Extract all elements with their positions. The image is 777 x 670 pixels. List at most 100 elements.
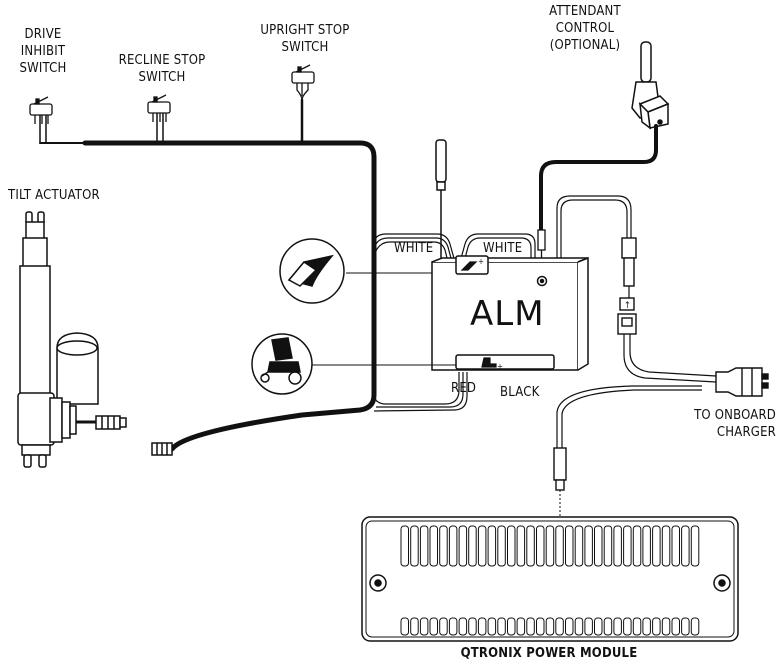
cooling-fin	[584, 525, 593, 567]
attendant-cable	[539, 124, 658, 235]
cooling-fin	[507, 525, 516, 567]
power-module-cooling-fins-bottom	[400, 617, 700, 636]
alm-label: ALM	[470, 294, 545, 334]
svg-text:+: +	[497, 362, 503, 371]
cooling-fin	[690, 525, 700, 567]
wheelchair-symbol-icon	[251, 333, 456, 395]
attendant-label-line: (OPTIONAL)	[549, 38, 621, 53]
cooling-fin	[400, 617, 409, 636]
black-label: BLACK	[500, 385, 540, 400]
cooling-fin	[632, 525, 642, 567]
power-module-label: QTRONIX POWER MODULE	[460, 646, 638, 661]
drive-inhibit-label-line: INHIBIT	[20, 44, 66, 59]
white-left-label: WHITE	[394, 241, 434, 256]
cooling-fin	[603, 617, 613, 636]
cooling-fin	[487, 617, 497, 636]
cooling-fin	[448, 617, 458, 636]
cooling-fin	[429, 525, 438, 567]
cooling-fin	[623, 617, 632, 636]
tilt-symbol-icon	[279, 238, 432, 304]
cooling-fin	[536, 617, 545, 636]
cooling-fin	[458, 525, 468, 567]
cooling-fin	[410, 617, 419, 636]
drive-inhibit-label-line: DRIVE	[24, 27, 62, 42]
attendant-control-label: ATTENDANT CONTROL (OPTIONAL)	[530, 3, 640, 54]
recline-stop-label-line: SWITCH	[138, 70, 186, 85]
power-module-plug-icon	[553, 447, 567, 491]
cooling-fin	[410, 525, 419, 567]
cooling-fin	[594, 525, 603, 567]
cooling-fin	[661, 617, 671, 636]
cooling-fin	[477, 525, 487, 567]
tilt-actuator-label: TILT ACTUATOR	[8, 188, 100, 203]
cooling-fin	[681, 525, 690, 567]
cooling-fin	[623, 525, 632, 567]
attendant-label-line: CONTROL	[555, 21, 615, 36]
cooling-fin	[516, 525, 526, 567]
cooling-fin	[487, 525, 497, 567]
recline-stop-label-line: RECLINE STOP	[118, 53, 206, 68]
cooling-fin	[468, 617, 477, 636]
cooling-fin	[555, 617, 564, 636]
cooling-fin	[681, 617, 690, 636]
svg-text:↑: ↑	[624, 301, 631, 311]
cooling-fin	[468, 525, 477, 567]
cooling-fin	[574, 525, 584, 567]
cooling-fin	[632, 617, 642, 636]
cooling-fin	[671, 525, 680, 567]
attendant-control-icon	[631, 41, 670, 130]
onboard-charger-label-line: TO ONBOARD	[694, 408, 776, 423]
cooling-fin	[507, 617, 516, 636]
cooling-fin	[448, 525, 458, 567]
cooling-fin	[458, 617, 468, 636]
cooling-fin	[477, 617, 487, 636]
power-module-cable	[556, 385, 702, 516]
white-right-label: WHITE	[483, 241, 523, 256]
cooling-fin	[642, 525, 651, 567]
cooling-fin	[419, 617, 429, 636]
onboard-charger-plug-icon	[715, 367, 769, 397]
white-cable-right	[459, 233, 536, 263]
cooling-fin	[497, 617, 506, 636]
cooling-fin	[690, 617, 700, 636]
cooling-fin	[526, 617, 535, 636]
tilt-actuator-icon	[17, 211, 173, 468]
onboard-charger-label: TO ONBOARD CHARGER	[672, 407, 776, 441]
tilt-input-connector-icon	[435, 139, 447, 265]
cooling-fin	[439, 617, 448, 636]
cooling-fin	[565, 617, 574, 636]
upright-stop-switch-icon	[291, 64, 315, 101]
cooling-fin	[497, 525, 506, 567]
recline-stop-label: RECLINE STOP SWITCH	[108, 52, 216, 86]
cooling-fin	[439, 525, 448, 567]
onboard-charger-label-line: CHARGER	[716, 425, 776, 440]
main-harness	[39, 98, 377, 452]
drive-inhibit-switch-icon	[29, 96, 53, 124]
upright-stop-label-line: UPRIGHT STOP	[260, 23, 350, 38]
cooling-fin	[526, 525, 535, 567]
cooling-fin	[536, 525, 545, 567]
recline-stop-switch-icon	[147, 94, 171, 122]
cooling-fin	[594, 617, 603, 636]
drive-inhibit-label-line: SWITCH	[19, 61, 67, 76]
cooling-fin	[603, 525, 613, 567]
charger-loop-cables	[556, 195, 717, 383]
cooling-fin	[584, 617, 593, 636]
battery-connector-icon: ↑	[617, 237, 637, 335]
cooling-fin	[613, 617, 622, 636]
cooling-fin	[574, 617, 584, 636]
upright-stop-label: UPRIGHT STOP SWITCH	[250, 22, 360, 56]
cooling-fin	[555, 525, 564, 567]
cooling-fin	[545, 525, 555, 567]
cooling-fin	[400, 525, 409, 567]
cooling-fin	[671, 617, 680, 636]
cooling-fin	[652, 525, 661, 567]
white-cable-left	[373, 233, 456, 263]
attendant-plug-icon	[537, 229, 546, 260]
upright-stop-label-line: SWITCH	[281, 40, 329, 55]
drive-inhibit-label: DRIVE INHIBIT SWITCH	[14, 26, 72, 77]
power-module-cooling-fins-top	[400, 525, 700, 567]
cooling-fin	[429, 617, 438, 636]
